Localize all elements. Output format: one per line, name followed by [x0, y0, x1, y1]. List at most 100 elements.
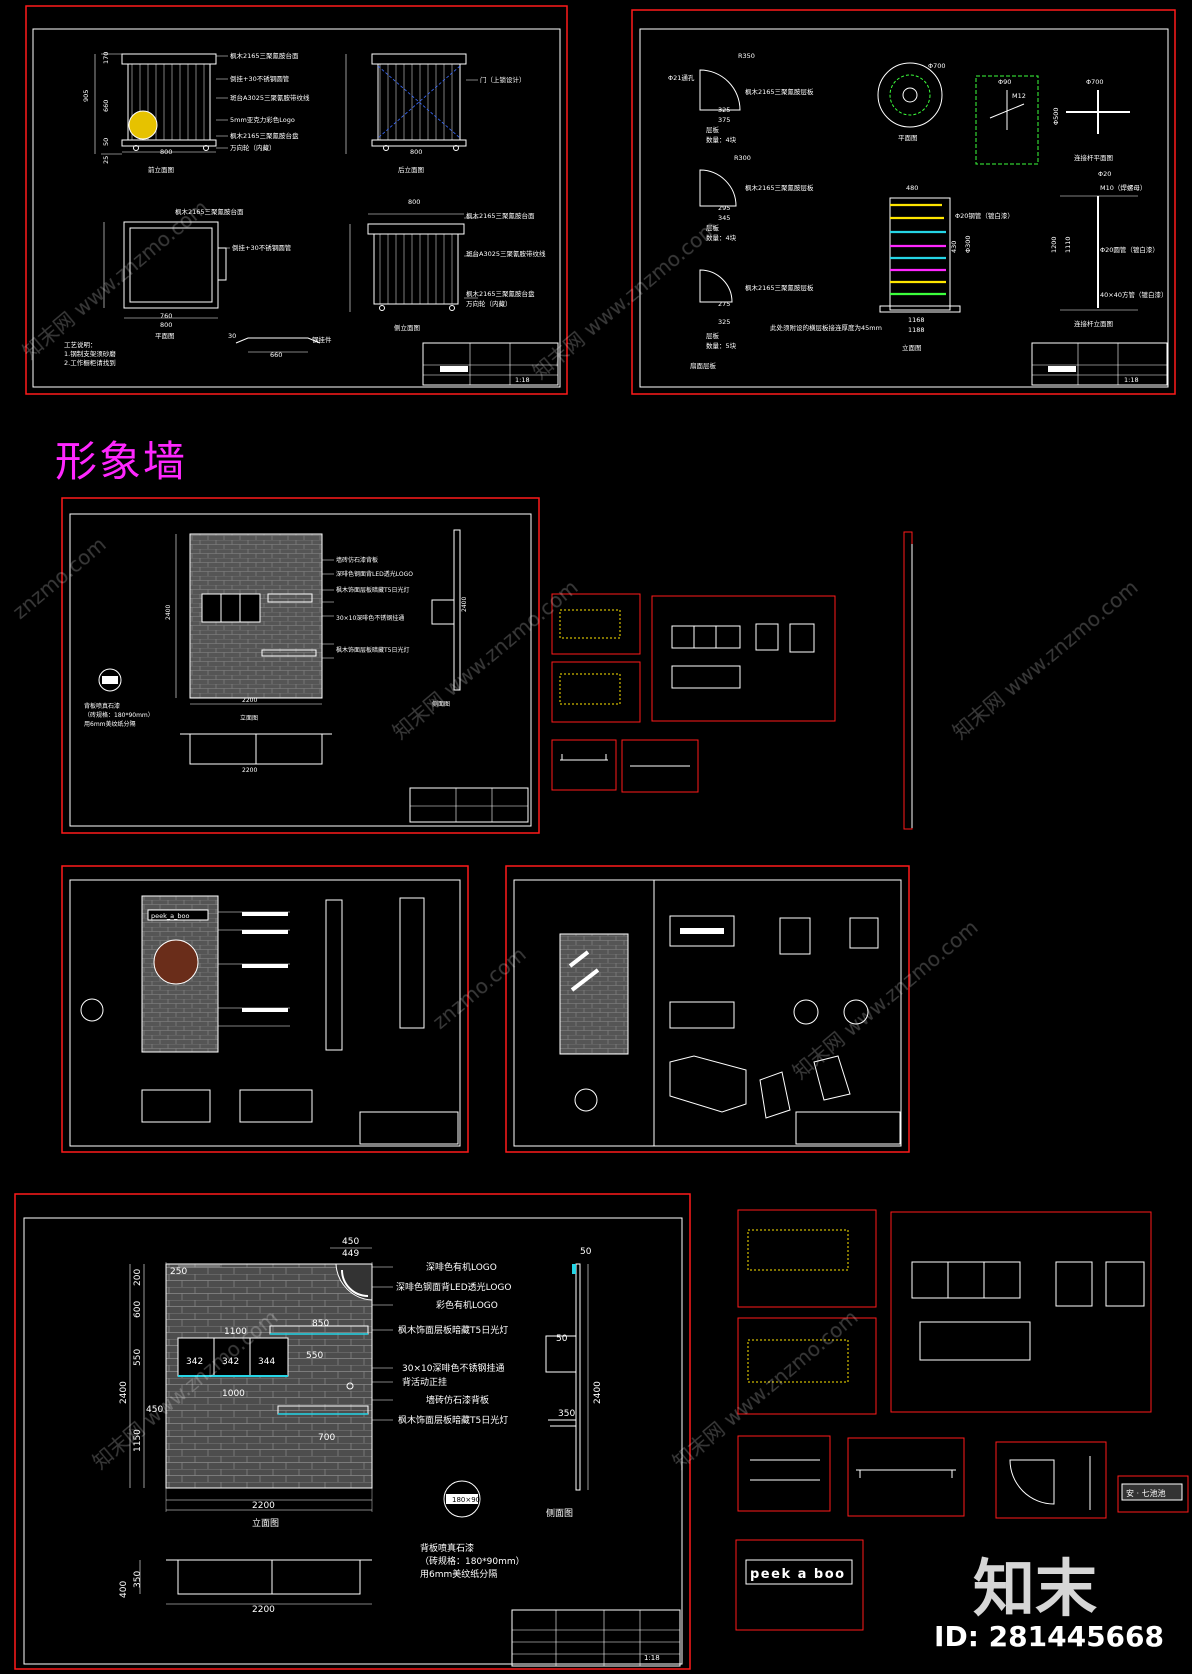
mw-dim-450: 450: [342, 1237, 359, 1247]
dim-275: 275: [718, 300, 730, 308]
label-counter-top: 枫木2165三聚氰胺台面: [230, 51, 299, 60]
main-wall-labels: 深啡色有机LOGO 深啡色钢面背LED透光LOGO 彩色有机LOGO 枫木饰面层…: [119, 1237, 660, 1662]
scale-shelves: 1:18: [1124, 376, 1139, 384]
counter-side-elevation: [349, 213, 465, 312]
label-side-base: 枫木2165三聚氰胺台盘: [466, 289, 535, 298]
counter-labels: 枫木2165三聚氰胺台面 倒挂+30不锈钢圆管 斑台A3025三聚氰胺带纹线 5…: [64, 51, 546, 384]
mw-dim-342a: 342: [186, 1357, 203, 1367]
mw-dim-344: 344: [258, 1357, 275, 1367]
label-panel-line: 斑台A3025三聚氰胺带纹线: [230, 93, 310, 102]
shelf-label-tube: Φ20钢管（镀白漆）: [955, 211, 1014, 220]
wa-label-led-logo: 深啡色钢面背LED透光LOGO: [336, 570, 413, 578]
logo-mark: [128, 110, 158, 140]
scale-counter: 1:18: [515, 376, 530, 384]
wa-dim-2200b: 2200: [242, 767, 257, 774]
wm-3: znzmo.com: [8, 532, 111, 624]
view-front: 前立面图: [148, 165, 174, 174]
mw-dim-1150: 1150: [133, 1429, 143, 1452]
wa-label-rail: 30×10深啡色不锈钢挂通: [336, 614, 404, 622]
view-fan-shelf: 扇面层板: [690, 361, 717, 370]
dim-170: 170: [102, 52, 110, 64]
wa-view-elev: 立面图: [240, 714, 258, 722]
mw-dim-2200: 2200: [252, 1501, 275, 1511]
mw-dim-50-top: 50: [580, 1247, 592, 1257]
wa-note-1: 背板喷真石漆: [84, 702, 120, 710]
shelf-caption-3: 层板: [706, 331, 720, 340]
dim-phi90: Φ90: [998, 78, 1011, 86]
wm-5: 知末网 www.znzmo.com: [948, 575, 1143, 744]
mw-note-3: 用6mm美纹纸分隔: [420, 1568, 497, 1580]
view-shelf-elev: 立面图: [902, 343, 922, 352]
mw-dim-450v: 550: [133, 1349, 143, 1366]
dim-760: 760: [160, 312, 172, 320]
note-1: 1.钢制支架须砂磨: [64, 349, 116, 358]
dim-325a: 325: [718, 106, 730, 114]
wa-label-backboard: 墙砖仿石漆背板: [336, 556, 378, 564]
watermark-id: ID: 281445668: [934, 1620, 1164, 1653]
dim-1200: 430: [950, 241, 958, 253]
label-plan-tube: 倒挂+30不锈钢圆管: [232, 243, 292, 252]
wm-9: 知末网 www.znzmo.com: [668, 1305, 863, 1474]
shelf-caption-2: 层板: [706, 223, 720, 232]
dim-660-tube: 660: [270, 351, 282, 359]
dim-r350: R350: [738, 52, 755, 60]
counter-rear-elevation: [345, 53, 467, 154]
label-lock-door: 门（上锁设计）: [480, 75, 526, 84]
wa-dim-2200: 2200: [242, 697, 257, 704]
mw-view-side: 侧面图: [546, 1507, 573, 1519]
mw-dim-50: 50: [556, 1334, 568, 1344]
shelf-label-2: 枫木2165三聚氰胺层板: [745, 183, 814, 192]
mw-callout-7: 墙砖仿石漆背板: [426, 1394, 489, 1406]
wb-logo-text: peek_a_boo: [151, 912, 189, 920]
label-side-caster: 万向轮（内藏）: [466, 299, 512, 308]
mw-dim-1000: 1000: [222, 1389, 245, 1399]
wa-dim-2400b: 2400: [461, 597, 468, 612]
mw-dim-350: 350: [558, 1409, 575, 1419]
dim-phi20: Φ20: [1098, 170, 1111, 178]
dim-345: 345: [718, 214, 730, 222]
dim-phi700: Φ700: [928, 62, 946, 70]
shelf-qty-1: 数量：4块: [706, 135, 737, 144]
sheet-wall-a: [61, 497, 540, 834]
wa-view-side: 侧面图: [432, 700, 450, 708]
watermark-brand: 知末: [972, 1552, 1097, 1625]
dim-hole: Φ21通孔: [668, 73, 695, 82]
wa-label-shelf2: 枫木饰面层板暗藏T5日光灯: [336, 646, 409, 654]
counter-plan: [103, 221, 227, 319]
dim-800-front: 800: [160, 148, 172, 156]
wm-7: 知末网 www.znzmo.com: [788, 915, 983, 1084]
mw-dim-1100: 1100: [224, 1327, 247, 1337]
wa-dim-2400: 2400: [165, 605, 172, 620]
wa-note-3: 用6mm美纹纸分隔: [84, 720, 136, 728]
sheet-wall-c: [505, 865, 910, 1153]
counter-front-elevation: [94, 53, 217, 155]
mw-dim-850: 850: [312, 1319, 329, 1329]
mw-dim-700: 700: [318, 1433, 335, 1443]
label-counter-base: 枫木2165三聚氰胺台盘: [230, 131, 299, 140]
wm-6: znzmo.com: [428, 942, 531, 1034]
label-acrylic-logo: 5mm亚克力彩色Logo: [230, 115, 295, 124]
sheet-counter: [25, 5, 568, 395]
wa-label-shelf1: 枫木饰面层板暗藏T5日光灯: [336, 586, 409, 594]
view-rod-elev: 连接杆立面图: [1074, 319, 1113, 328]
mw-dim-400: 400: [119, 1581, 129, 1598]
dim-phi300: 480: [906, 184, 918, 192]
mw-note-2: （砖规格：180*90mm）: [420, 1555, 525, 1567]
section-title: 形象墙: [55, 437, 188, 486]
shelf-qty-3: 数量：5块: [706, 341, 737, 350]
dim-660: 660: [102, 100, 110, 112]
dim-25: 25: [102, 156, 110, 164]
dim-1188: 1110: [1064, 236, 1072, 253]
mw-callout-3: 彩色有机LOGO: [436, 1299, 498, 1311]
dim-800-rear: 800: [410, 148, 422, 156]
dim-30: 30: [228, 332, 236, 340]
mw-dim-2200-plan: 2200: [252, 1605, 275, 1615]
mw-scale: 1:18: [644, 1654, 660, 1662]
dim-r300: R300: [734, 154, 751, 162]
sheet-wall-b: [61, 865, 469, 1153]
dim-1110: Φ300: [964, 235, 972, 253]
mw-dim-2400: 2400: [119, 1381, 129, 1404]
view-rod-plan: 连接杆平面图: [1074, 153, 1113, 162]
shelf-labels: 枫木2165三聚氰胺层板 枫木2165三聚氰胺层板 枫木2165三聚氰胺层板 层…: [668, 52, 1168, 384]
